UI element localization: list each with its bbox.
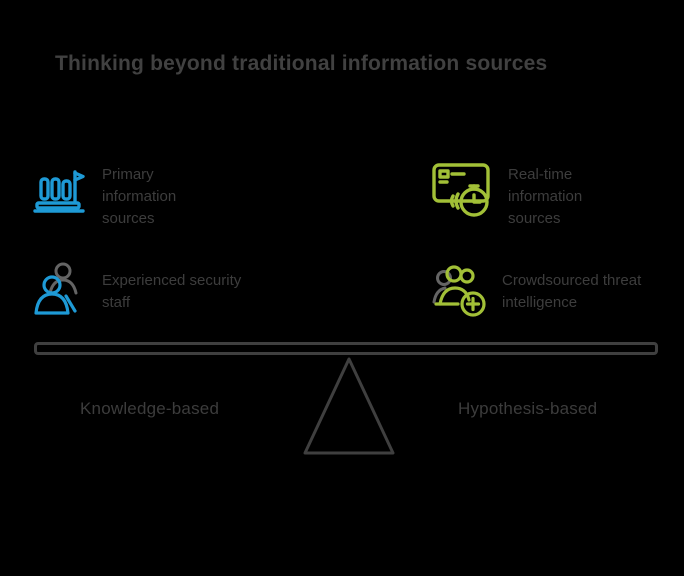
info-source-realtime-label: Real-time information sources	[508, 166, 583, 227]
item-crowdsourced-intel: Crowdsourced threat intelligence	[430, 260, 641, 320]
add-people-icon	[430, 260, 490, 320]
item-experienced-staff: Experienced security staff	[30, 260, 241, 318]
seesaw-fulcrum-triangle	[302, 356, 396, 456]
info-source-primary-label: Primary information sources	[102, 166, 177, 227]
real-time-clock-icon	[430, 156, 496, 222]
info-source-primary: Primary information sources	[30, 160, 176, 230]
balance-label-hypothesis: Hypothesis-based	[458, 399, 598, 418]
two-people-icon	[30, 260, 88, 318]
bank-building-icon	[30, 160, 88, 218]
balance-label-knowledge: Knowledge-based	[80, 399, 220, 418]
item-experienced-staff-label: Experienced security staff	[102, 272, 242, 311]
seesaw-plank	[34, 342, 658, 355]
item-crowdsourced-intel-label: Crowdsourced threat intelligence	[502, 272, 642, 311]
info-source-realtime: Real-time information sources	[430, 156, 582, 230]
page-title: Thinking beyond traditional information …	[55, 52, 548, 75]
